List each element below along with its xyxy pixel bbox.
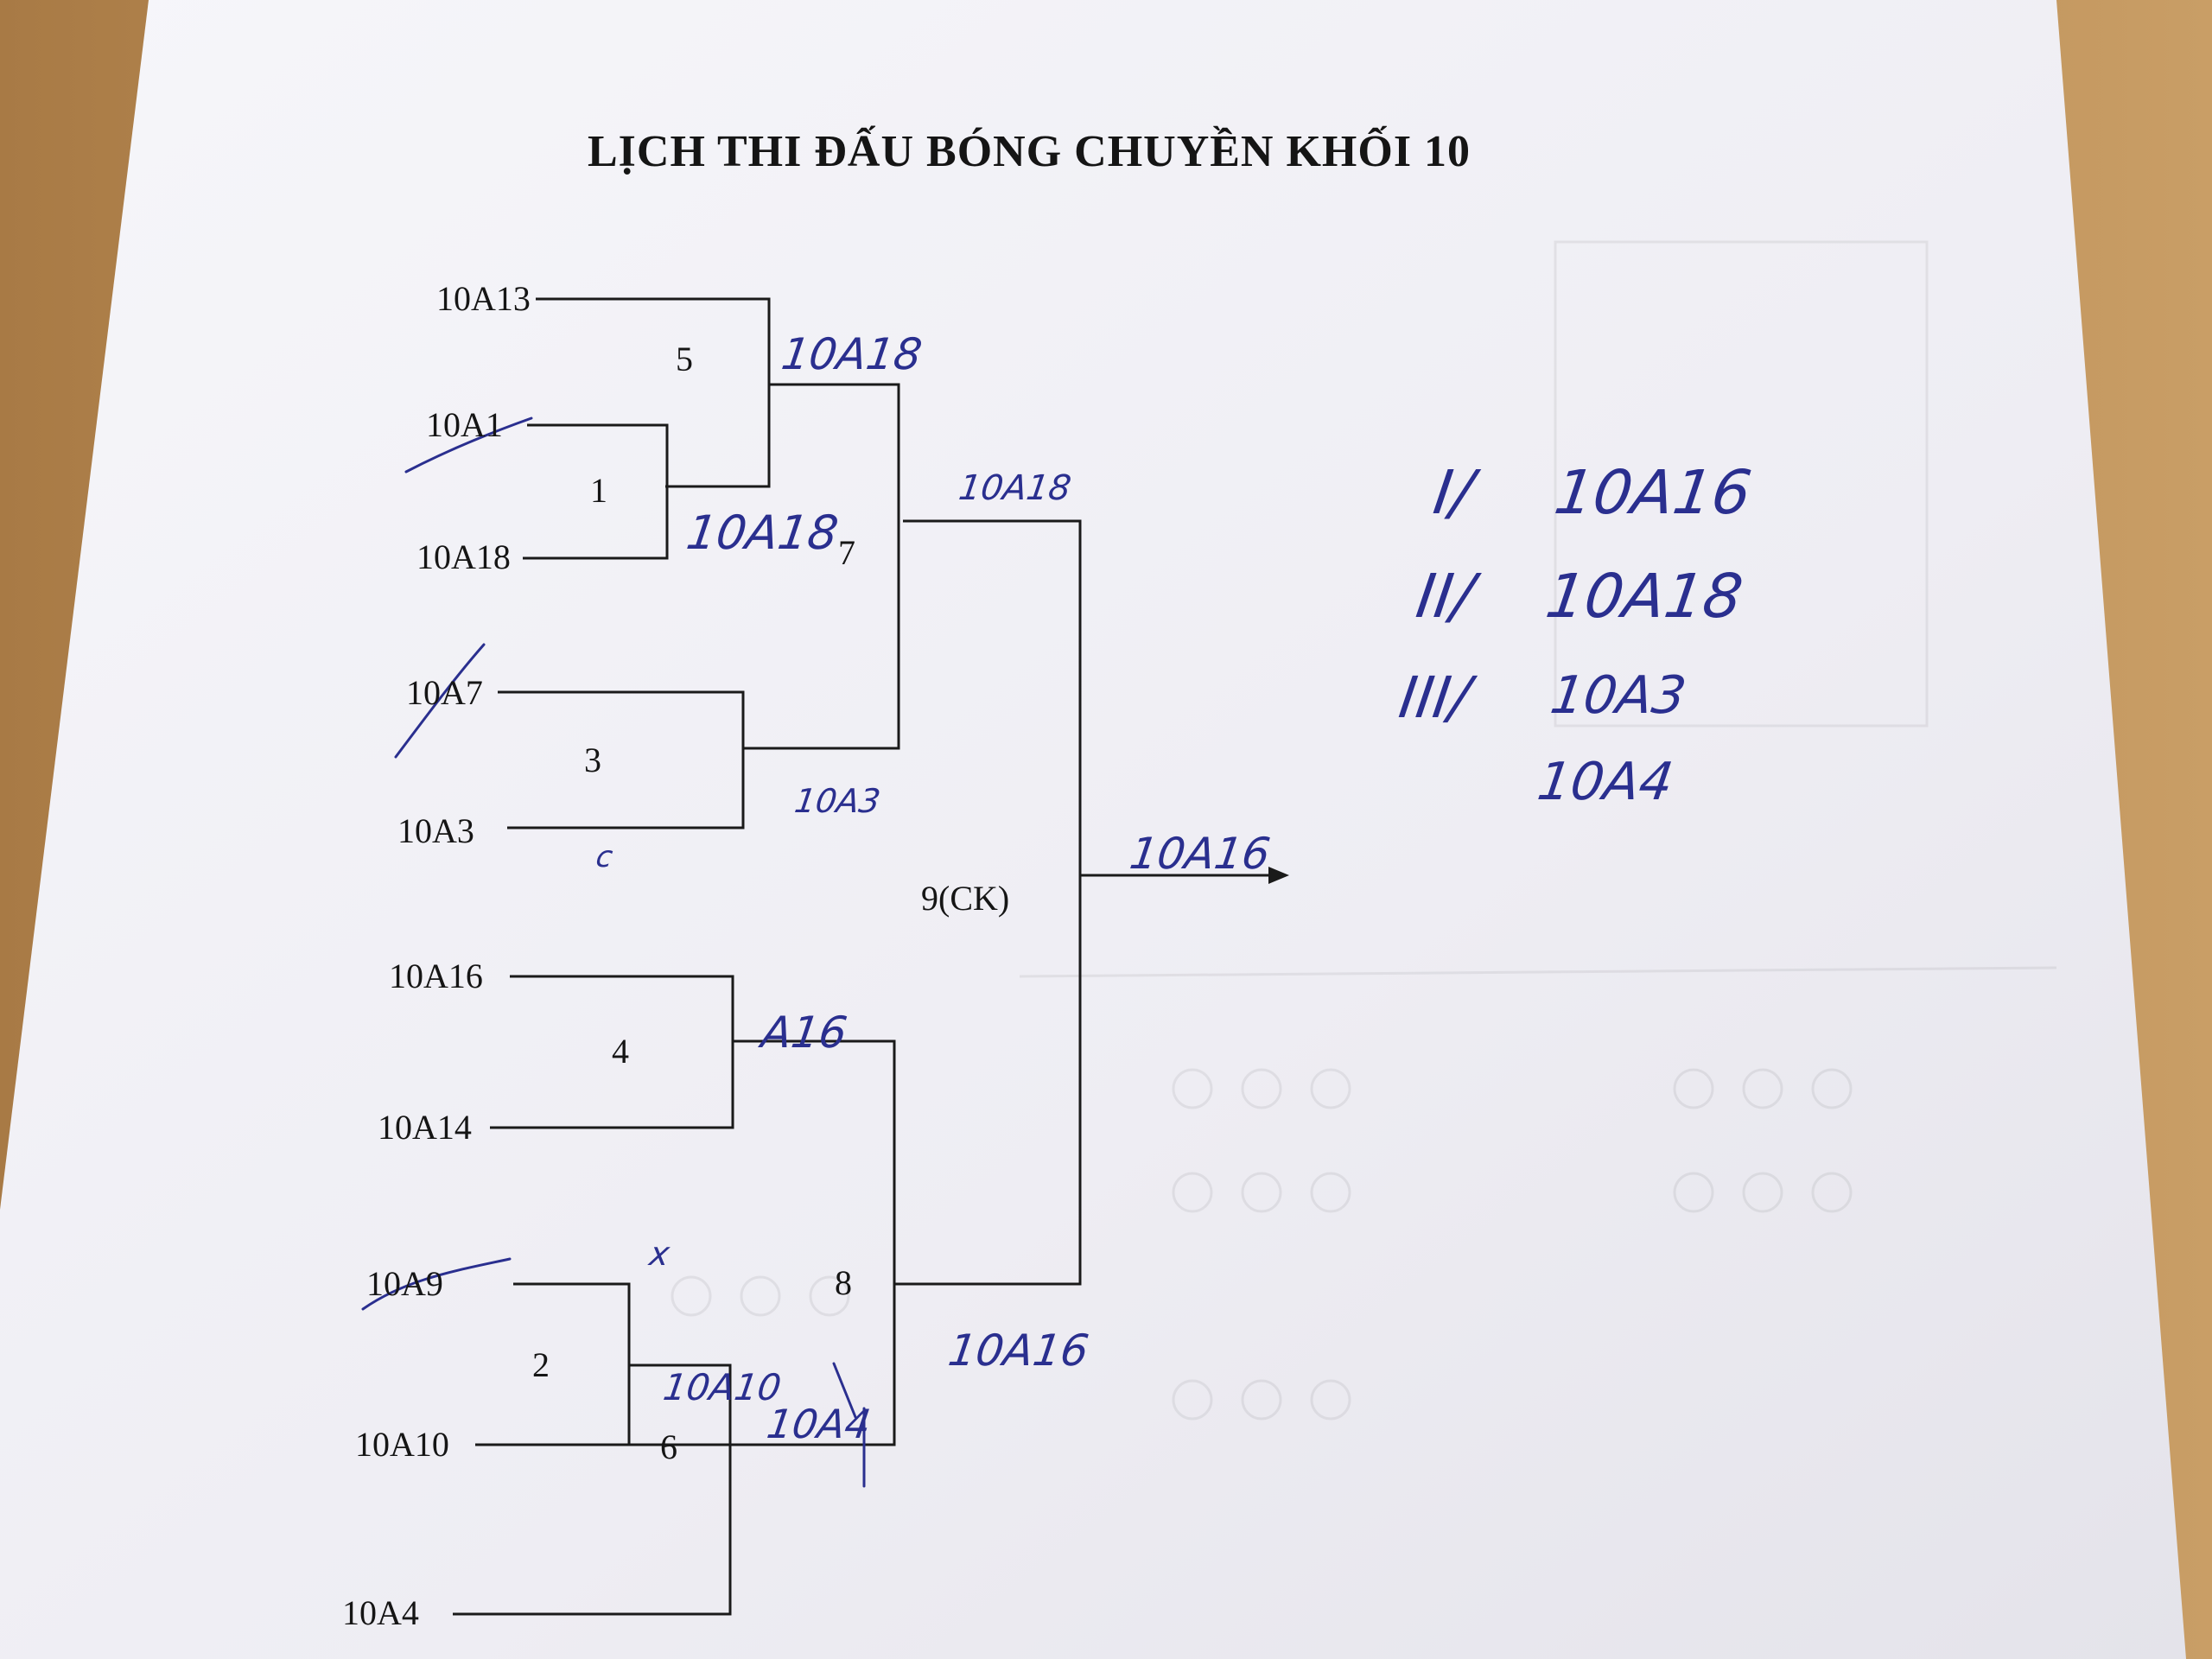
winner-match-8: 10A16 — [944, 1325, 1092, 1376]
match-8: 8 — [835, 1263, 852, 1302]
winner-match-7: 10A18 — [956, 468, 1074, 508]
pen-strikes — [361, 416, 866, 1488]
match-1: 1 — [590, 471, 607, 510]
team-10a18: 10A18 — [416, 537, 511, 576]
team-10a9: 10A9 — [366, 1264, 443, 1303]
match-final: 9(CK) — [921, 879, 1010, 918]
winner-match-1: 10A18 — [683, 505, 842, 560]
match-2: 2 — [532, 1345, 550, 1384]
result-rank-3: III/ — [1395, 664, 1475, 731]
winner-match-6: 10A4 — [764, 1401, 874, 1447]
match-4: 4 — [612, 1032, 629, 1071]
result-rank-2: II/ — [1412, 561, 1478, 632]
team-10a1: 10A1 — [426, 405, 503, 444]
winner-match-2: 10A10 — [660, 1366, 785, 1408]
match-6: 6 — [660, 1427, 677, 1466]
bracket-lines — [453, 297, 1279, 1616]
result-team-3b: 10A4 — [1534, 752, 1677, 812]
team-10a7: 10A7 — [406, 673, 483, 712]
champion-label: 10A16 — [1126, 829, 1274, 879]
result-team-3: 10A3 — [1547, 665, 1690, 726]
winner-match-3: 10A3 — [791, 782, 883, 820]
page-title: LỊCH THI ĐẤU BÓNG CHUYỀN KHỐI 10 — [588, 127, 1471, 176]
team-10a4: 10A4 — [342, 1593, 419, 1632]
winner-match-4: A16 — [758, 1007, 850, 1058]
match-5: 5 — [676, 340, 693, 378]
winner-match-5: 10A18 — [778, 329, 925, 379]
match-7: 7 — [838, 533, 855, 572]
result-team-1: 10A16 — [1550, 457, 1756, 528]
bleed-through-marks — [671, 240, 2057, 1421]
mark-x: x — [646, 1235, 672, 1273]
result-team-2: 10A18 — [1541, 561, 1747, 632]
team-10a14: 10A14 — [378, 1108, 472, 1147]
team-10a3: 10A3 — [397, 811, 474, 850]
final-arrow-head — [1268, 867, 1289, 884]
team-10a10: 10A10 — [355, 1425, 449, 1464]
team-10a16: 10A16 — [389, 957, 483, 995]
match-3: 3 — [584, 741, 601, 779]
team-10a13: 10A13 — [436, 279, 531, 318]
